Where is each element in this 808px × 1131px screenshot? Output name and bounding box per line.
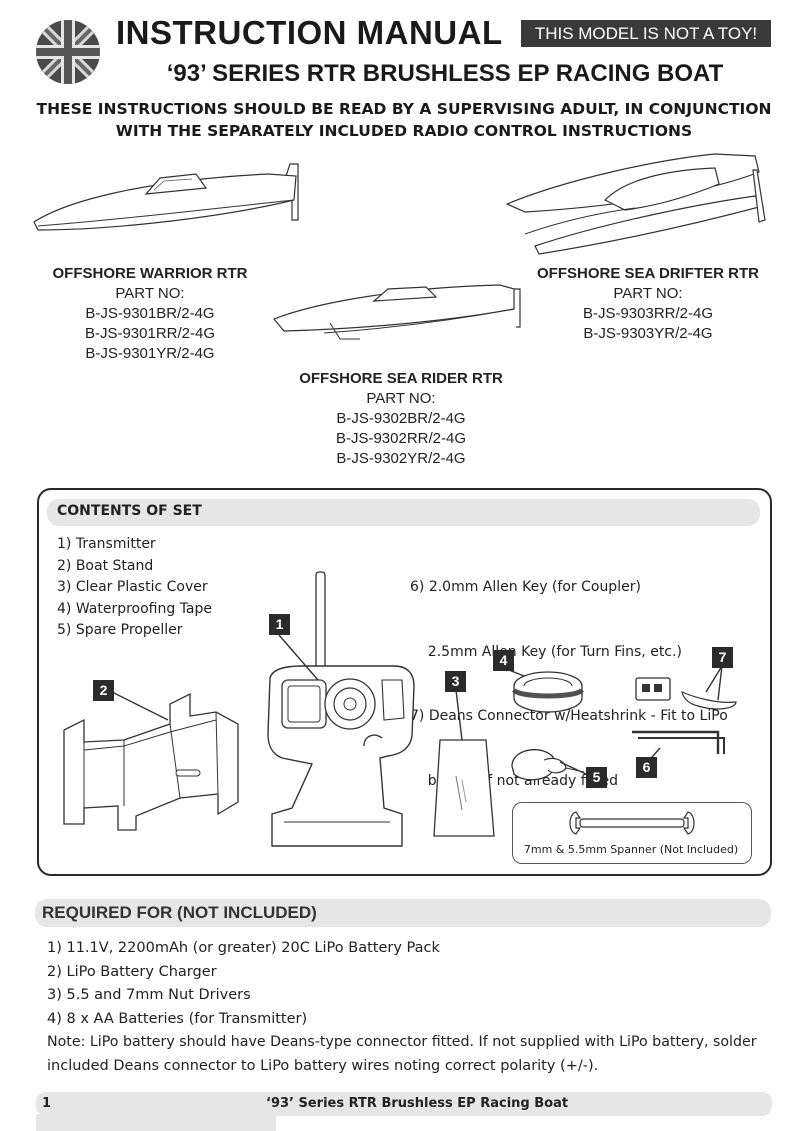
part-number: B-JS-9303YR/2-4G <box>583 325 713 342</box>
list-item: 5) Spare Propeller <box>57 622 183 638</box>
offshore-sea-drifter-boat-illustration <box>505 153 766 255</box>
footer-bar <box>36 1092 772 1116</box>
list-item: 3) Clear Plastic Cover <box>57 579 208 595</box>
part-number: B-JS-9302RR/2-4G <box>335 430 467 447</box>
item-badge-2: 2 <box>93 680 114 701</box>
boat-name: OFFSHORE WARRIOR RTR <box>52 265 248 282</box>
product-subtitle: ‘93’ SERIES RTR BRUSHLESS EP RACING BOAT <box>166 60 724 87</box>
transmitter-illustration <box>267 571 415 847</box>
offshore-sea-rider-info: OFFSHORE SEA RIDER RTR PART NO: B-JS-930… <box>280 369 522 469</box>
part-no-label: PART NO: <box>366 390 436 407</box>
spanner-illustration <box>569 811 695 835</box>
list-item: 1) 11.1V, 2200mAh (or greater) 20C LiPo … <box>47 940 440 956</box>
spanner-box <box>512 802 752 864</box>
part-number: B-JS-9301RR/2-4G <box>84 325 216 342</box>
manual-title: INSTRUCTION MANUAL <box>116 14 503 51</box>
item-badge-7: 7 <box>712 647 733 668</box>
required-header-bar <box>35 899 771 927</box>
contents-header-bar <box>47 499 760 526</box>
item-badge-3: 3 <box>445 671 466 692</box>
part-no-label: PART NO: <box>613 285 683 302</box>
page-number: 1 <box>42 1096 52 1111</box>
waterproofing-tape-illustration <box>512 671 584 713</box>
note-line: included Deans connector to LiPo battery… <box>47 1057 599 1074</box>
list-item: 4) 8 x AA Batteries (for Transmitter) <box>47 1010 308 1027</box>
list-item: 2) Boat Stand <box>57 557 154 574</box>
required-list: 1) 11.1V, 2200mAh (or greater) 20C LiPo … <box>47 937 777 1078</box>
footer-title: ‘93’ Series RTR Brushless EP Racing Boat <box>266 1096 569 1111</box>
list-item: 3) 5.5 and 7mm Nut Drivers <box>47 987 251 1003</box>
allen-keys-illustration <box>632 730 725 754</box>
contents-list-left: 1) Transmitter 2) Boat Stand 3) Clear Pl… <box>57 534 212 642</box>
offshore-warrior-info: OFFSHORE WARRIOR RTR PART NO: B-JS-9301B… <box>36 264 264 364</box>
spanner-caption: 7mm & 5.5mm Spanner (Not Included) <box>523 843 739 856</box>
boat-stand-illustration <box>63 692 239 831</box>
supervision-warning: THESE INSTRUCTIONS SHOULD BE READ BY A S… <box>36 100 772 140</box>
boat-name: OFFSHORE SEA RIDER RTR <box>299 370 503 387</box>
part-number: B-JS-9302BR/2-4G <box>336 410 466 427</box>
list-item: 7) Deans Connector w/Heatshrink - Fit to… <box>410 708 728 724</box>
offshore-sea-drifter-info: OFFSHORE SEA DRIFTER RTR PART NO: B-JS-9… <box>520 264 776 344</box>
part-number: B-JS-9302YR/2-4G <box>336 450 466 467</box>
item-badge-5: 5 <box>586 767 607 788</box>
part-number: B-JS-9301BR/2-4G <box>85 305 215 322</box>
note-line: Note: LiPo battery should have Deans-typ… <box>47 1034 757 1050</box>
list-item: 4) Waterproofing Tape <box>57 600 213 617</box>
union-jack-logo <box>36 20 100 84</box>
part-no-label: PART NO: <box>115 285 185 302</box>
list-item: 1) Transmitter <box>57 536 156 552</box>
list-item: 6) 2.0mm Allen Key (for Coupler) <box>410 579 641 595</box>
part-number: B-JS-9303RR/2-4G <box>582 305 714 322</box>
contents-of-set-box <box>37 488 772 876</box>
item-badge-4: 4 <box>493 650 514 671</box>
item-badge-6: 6 <box>636 757 657 778</box>
required-title: REQUIRED FOR (NOT INCLUDED) <box>42 903 317 922</box>
offshore-warrior-boat-illustration <box>33 163 299 231</box>
not-a-toy-badge: THIS MODEL IS NOT A TOY! <box>521 20 771 47</box>
contents-title: CONTENTS OF SET <box>57 503 202 519</box>
clear-plastic-cover-illustration <box>433 739 495 837</box>
list-item: 2) LiPo Battery Charger <box>47 963 217 980</box>
boat-name: OFFSHORE SEA DRIFTER RTR <box>537 265 759 282</box>
item-badge-1: 1 <box>269 614 290 635</box>
offshore-sea-rider-boat-illustration <box>273 284 521 340</box>
deans-connector-illustration <box>635 677 737 710</box>
footer-tab <box>36 1114 276 1131</box>
part-number: B-JS-9301YR/2-4G <box>85 345 215 362</box>
